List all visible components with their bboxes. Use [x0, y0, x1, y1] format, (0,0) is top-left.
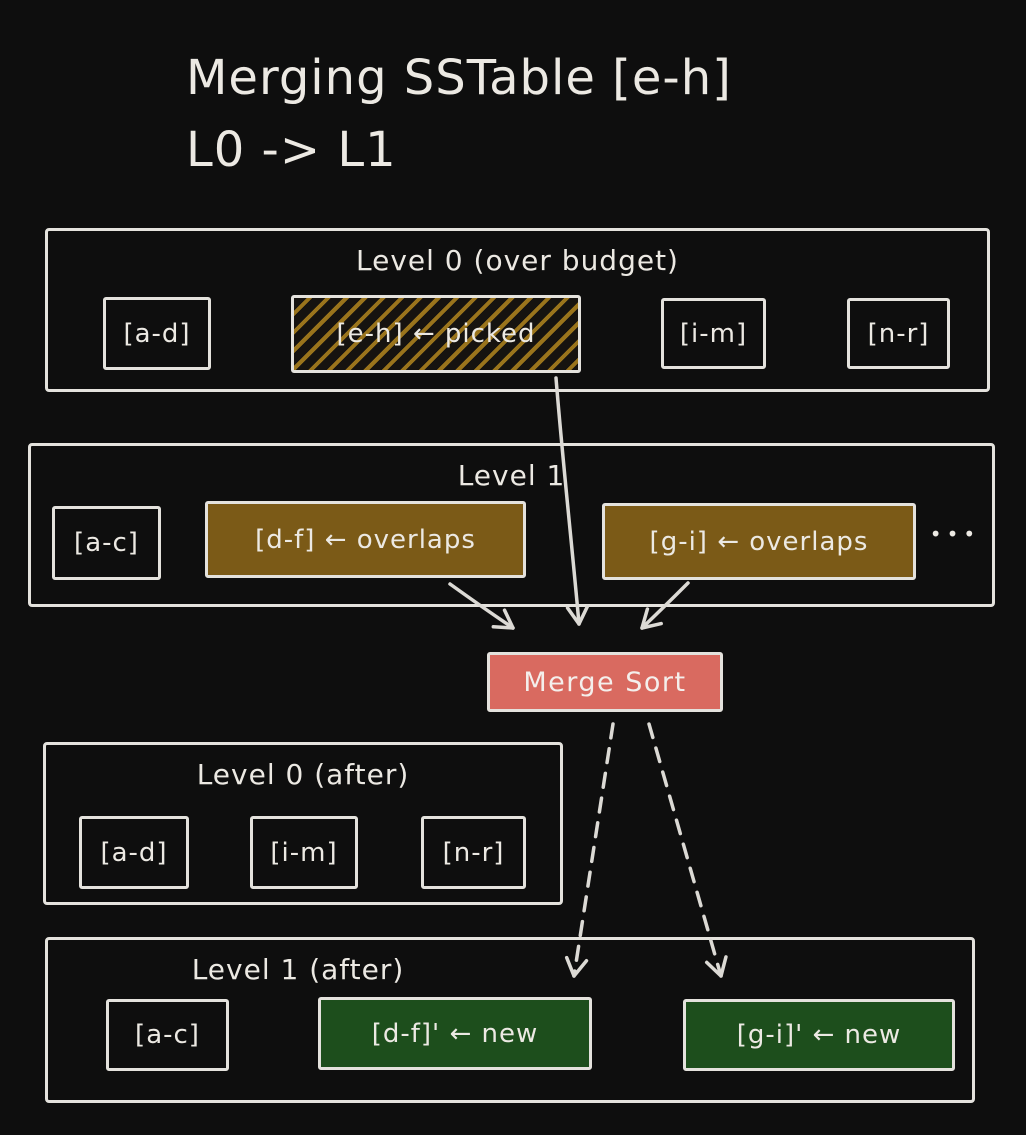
sstable-label: [n-r]	[442, 837, 505, 868]
sstable-a-d-before: [a-d]	[103, 297, 211, 370]
sstable-label: [a-d]	[100, 837, 168, 868]
sstable-g-i-new: [g-i]' ← new	[683, 999, 955, 1071]
sstable-i-m-before: [i-m]	[661, 298, 766, 369]
sstable-label: [g-i]' ← new	[736, 1020, 902, 1050]
title-line-1: Merging SSTable [e-h]	[186, 50, 732, 106]
sstable-label: [a-c]	[135, 1020, 200, 1050]
sstable-n-r-before: [n-r]	[847, 298, 950, 369]
sstable-a-c-after: [a-c]	[106, 999, 229, 1071]
sstable-d-f-new: [d-f]' ← new	[318, 997, 592, 1070]
level1-after-title: Level 1 (after)	[191, 953, 405, 986]
sstable-n-r-after: [n-r]	[421, 816, 526, 889]
sstable-a-d-after: [a-d]	[79, 816, 189, 889]
sstable-label: [d-f] ← overlaps	[255, 524, 476, 555]
level0-before-title: Level 0 (over budget)	[356, 244, 679, 277]
level1-after-box: Level 1 (after) [a-c] [d-f]' ← new [g-i]…	[45, 937, 975, 1103]
sstable-label: [g-i] ← overlaps	[649, 526, 869, 557]
sstable-a-c-before: [a-c]	[52, 506, 161, 580]
sstable-label: [i-m]	[270, 837, 338, 868]
sstable-d-f-overlaps: [d-f] ← overlaps	[205, 501, 526, 578]
level0-after-box: Level 0 (after) [a-d] [i-m] [n-r]	[43, 742, 563, 905]
sstable-g-i-overlaps: [g-i] ← overlaps	[602, 503, 916, 580]
level0-after-title: Level 0 (after)	[196, 758, 410, 791]
title-line-2: L0 -> L1	[186, 122, 397, 178]
merge-sort-label: Merge Sort	[523, 666, 687, 698]
sstable-e-h-picked: [e-h] ← picked	[291, 295, 581, 373]
sstable-label: [a-d]	[123, 318, 191, 349]
more-tables-ellipsis: •••	[929, 522, 981, 546]
sstable-label: [a-c]	[74, 528, 139, 558]
merge-sort-node: Merge Sort	[487, 652, 723, 712]
sstable-label: [e-h] ← picked	[336, 319, 536, 349]
level1-before-title: Level 1	[457, 459, 566, 492]
level1-before-box: Level 1 [a-c] [d-f] ← overlaps [g-i] ← o…	[28, 443, 995, 607]
sstable-label: [i-m]	[679, 318, 748, 349]
diagram-title: Merging SSTable [e-h] L0 -> L1	[186, 42, 732, 186]
level0-before-box: Level 0 (over budget) [a-d] [e-h] ← pick…	[45, 228, 990, 392]
sstable-label: [d-f]' ← new	[371, 1018, 539, 1049]
sstable-label: [n-r]	[867, 318, 930, 349]
sstable-i-m-after: [i-m]	[250, 816, 358, 889]
